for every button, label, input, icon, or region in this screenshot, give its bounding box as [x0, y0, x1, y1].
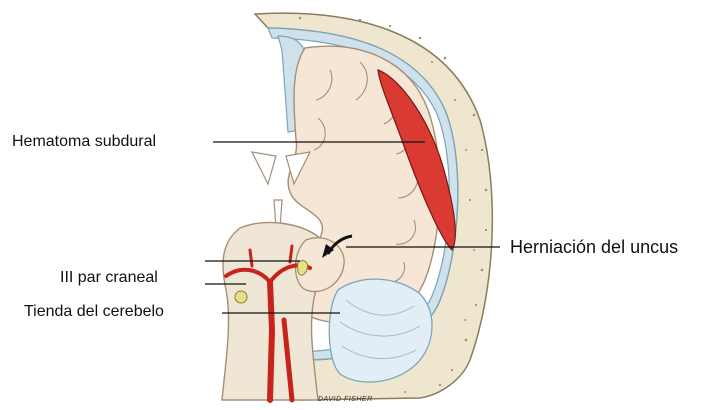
artist-signature: DAVID FISHER: [318, 396, 373, 403]
label-iii-par-craneal: III par craneal: [60, 270, 158, 286]
label-tienda-cerebelo: Tienda del cerebelo: [24, 304, 164, 320]
label-hematoma-subdural: Hematoma subdural: [12, 134, 156, 150]
label-herniacion-uncus: Herniación del uncus: [510, 238, 678, 256]
